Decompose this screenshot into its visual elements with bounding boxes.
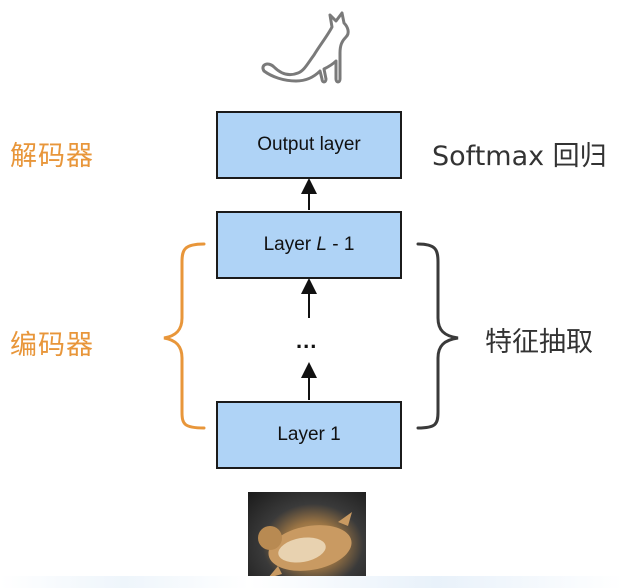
feature-extraction-label: 特征抽取 — [485, 327, 593, 358]
cat-photo — [248, 492, 366, 588]
feature-brace — [416, 242, 459, 430]
bottom-strip — [0, 576, 623, 588]
layer-1-box: Layer 1 — [216, 401, 402, 469]
output-layer-text: Output layer — [257, 134, 361, 155]
output-layer-box: Output layer — [216, 111, 402, 179]
decoder-label: 解码器 — [10, 141, 94, 172]
layer-1-text: Layer 1 — [277, 424, 341, 445]
encoder-label: 编码器 — [10, 330, 94, 361]
cat-silhouette-icon — [261, 11, 350, 84]
encoder-brace — [163, 242, 206, 430]
ellipsis: ... — [296, 328, 318, 353]
softmax-label: Softmax 回归 — [432, 141, 607, 172]
layer-l-minus-1-text: Layer L - 1 — [263, 234, 355, 255]
